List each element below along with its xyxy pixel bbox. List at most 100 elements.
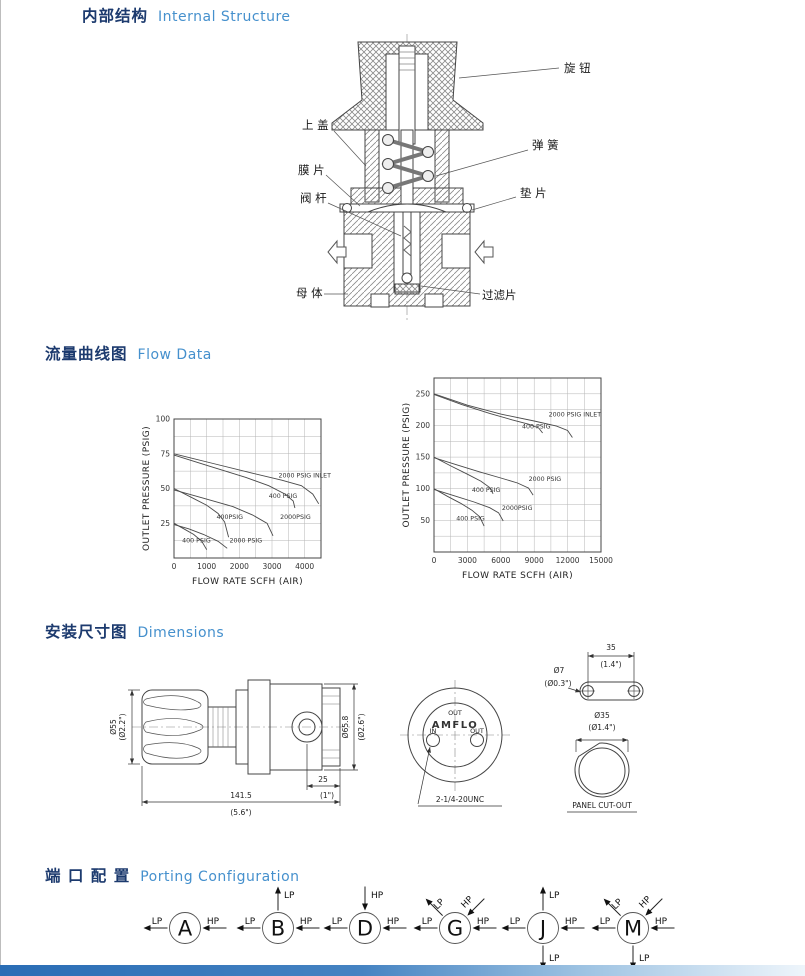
section-title-zh: 流量曲线图 xyxy=(45,345,128,363)
label-filter: 过滤片 xyxy=(482,288,517,302)
front-out-label: OUT xyxy=(470,727,484,735)
port-label-LP: LP xyxy=(549,954,560,964)
dim-body-dia-in: (Ø2.6") xyxy=(357,713,366,740)
label-stem: 阀 杆 xyxy=(300,191,327,205)
port-label-HP: HP xyxy=(638,894,654,910)
dim-length-in: (5.6") xyxy=(230,808,251,817)
label-knob: 旋 钮 xyxy=(564,61,591,75)
port-label-HP: HP xyxy=(565,917,578,927)
poppet-spring xyxy=(403,225,412,257)
dim-port-offset-in: (1") xyxy=(320,791,334,800)
svg-text:2000 PSIG: 2000 PSIG xyxy=(230,538,263,545)
port-circle xyxy=(169,912,201,944)
svg-text:400 PSIG: 400 PSIG xyxy=(182,538,211,545)
port-right xyxy=(441,233,471,269)
panel-cutout-view: Ø35 (Ø1.4") PANEL CUT-OUT xyxy=(567,711,637,813)
label-gasket: 垫 片 xyxy=(520,186,547,200)
svg-text:50: 50 xyxy=(160,484,170,493)
dim-body-dia: Ø65.8 xyxy=(341,715,350,738)
svg-text:250: 250 xyxy=(416,389,431,398)
port-label-LP: LP xyxy=(510,917,521,927)
svg-text:12000: 12000 xyxy=(556,556,580,565)
screw-threads xyxy=(399,51,415,71)
spring-coil xyxy=(381,134,435,194)
dim-knob-dia: Ø55 xyxy=(109,719,118,735)
leader-lines xyxy=(324,67,560,295)
panel-dia: Ø35 xyxy=(594,711,610,720)
arrow-in-icon xyxy=(650,925,658,931)
flow-arrow-out xyxy=(327,239,347,265)
arrow-in-icon xyxy=(472,925,480,931)
svg-text:50: 50 xyxy=(420,516,430,525)
section-title-en: Porting Configuration xyxy=(140,869,300,885)
port-letter: A xyxy=(178,917,193,941)
svg-text:FLOW RATE SCFH (AIR): FLOW RATE SCFH (AIR) xyxy=(192,577,303,587)
bolt-right xyxy=(462,203,472,213)
port-label-LP: LP xyxy=(152,917,163,927)
port-letter: G xyxy=(447,917,463,941)
arrow-in-icon xyxy=(202,925,210,931)
svg-text:400 PSIG: 400 PSIG xyxy=(456,515,485,522)
bracket-hole-dia: Ø7 xyxy=(554,666,565,675)
section-title-en: Internal Structure xyxy=(158,9,291,25)
poppet-ball xyxy=(401,272,413,284)
svg-text:2000 PSIG INLET: 2000 PSIG INLET xyxy=(549,412,602,419)
arrow-in-icon xyxy=(382,925,390,931)
port-letter: D xyxy=(357,917,373,941)
port-label-HP: HP xyxy=(655,917,668,927)
arrow-out-icon xyxy=(143,925,151,931)
filter-element xyxy=(394,283,420,295)
arrow-in-icon xyxy=(645,908,653,916)
arrow-out-icon xyxy=(501,925,509,931)
port-letter: B xyxy=(271,917,285,941)
svg-text:FLOW RATE SCFH (AIR): FLOW RATE SCFH (AIR) xyxy=(462,571,573,581)
label-spring: 弹 簧 xyxy=(532,138,559,152)
arrow-in-icon xyxy=(560,925,568,931)
panel-dia-in: (Ø1.4") xyxy=(588,723,615,732)
diaphragm-dome xyxy=(367,203,447,213)
port-label-LP: LP xyxy=(284,891,295,901)
section-title-en: Flow Data xyxy=(137,347,212,363)
svg-text:2000: 2000 xyxy=(230,562,249,571)
section-title-en: Dimensions xyxy=(137,625,225,641)
port-label-LP: LP xyxy=(639,954,650,964)
svg-text:4000: 4000 xyxy=(295,562,314,571)
arrow-out-icon xyxy=(413,925,421,931)
arrow-in-icon xyxy=(362,903,368,911)
port-label-LP: LP xyxy=(432,897,447,912)
bolt-left xyxy=(342,203,352,213)
adjust-screw xyxy=(398,45,416,145)
svg-text:100: 100 xyxy=(416,484,431,493)
arrow-out-icon xyxy=(591,925,599,931)
svg-text:2000 PSIG INLET: 2000 PSIG INLET xyxy=(279,472,332,479)
page-edge-line xyxy=(0,0,1,976)
arrow-out-icon xyxy=(603,898,611,906)
port-letter: J xyxy=(538,917,546,941)
svg-text:2000PSIG: 2000PSIG xyxy=(280,514,311,521)
label-body: 母 体 xyxy=(296,286,323,300)
svg-text:3000: 3000 xyxy=(458,556,477,565)
port-label-HP: HP xyxy=(207,917,220,927)
port-circle xyxy=(617,912,649,944)
port-label-HP: HP xyxy=(460,894,476,910)
nut-right xyxy=(424,293,444,308)
port-label-HP: HP xyxy=(371,891,384,901)
svg-text:OUTLET PRESSURE (PSIG): OUTLET PRESSURE (PSIG) xyxy=(402,402,412,527)
port-label-HP: HP xyxy=(300,917,313,927)
port-label-LP: LP xyxy=(549,891,560,901)
port-label-HP: HP xyxy=(477,917,490,927)
bracket-hole-dia-in: (Ø0.3") xyxy=(544,679,571,688)
svg-text:100: 100 xyxy=(156,415,171,424)
svg-text:6000: 6000 xyxy=(491,556,510,565)
arrow-in-icon xyxy=(295,925,303,931)
svg-text:15000: 15000 xyxy=(589,556,613,565)
brand-logo: AMFLO xyxy=(432,720,479,731)
label-diaphragm: 膜 片 xyxy=(298,163,325,177)
